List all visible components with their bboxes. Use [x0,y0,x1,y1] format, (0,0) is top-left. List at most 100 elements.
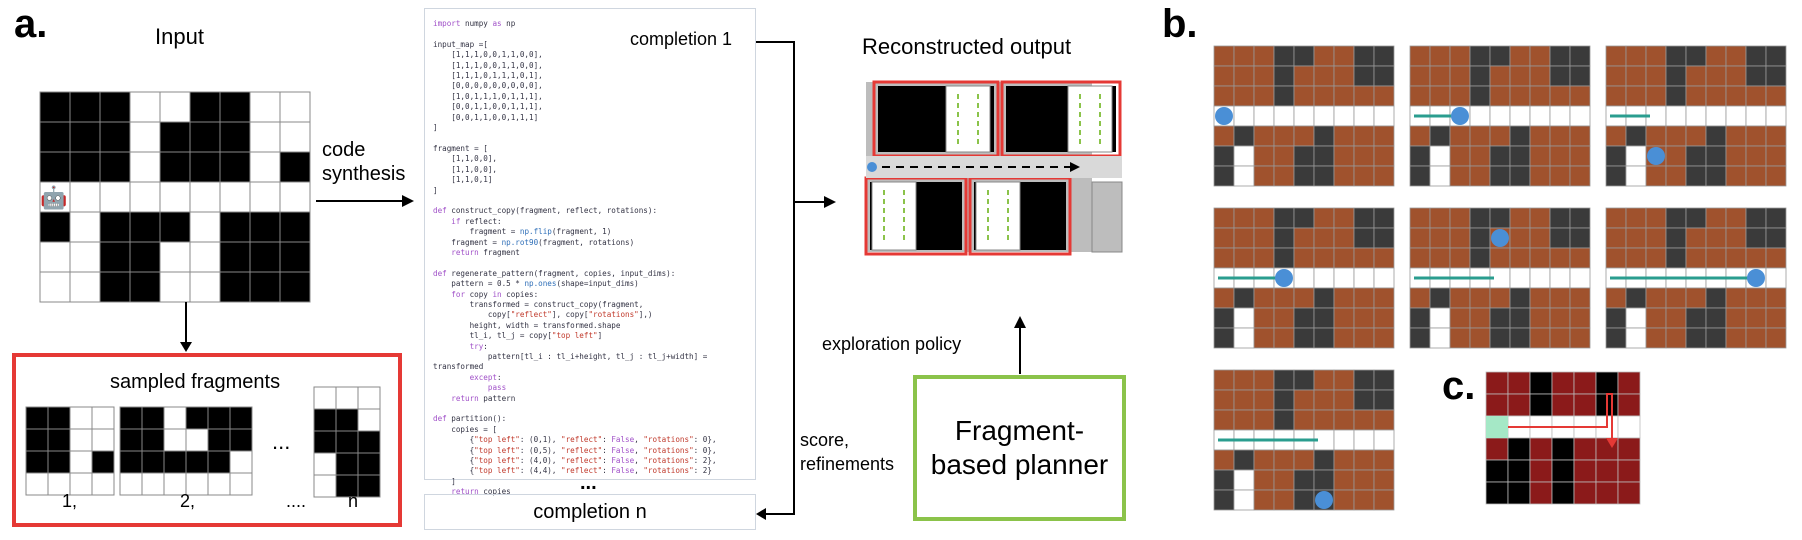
step-cell [1313,125,1335,147]
step-cell [1549,327,1571,349]
step-cell [1509,125,1531,147]
grid-cell [69,121,101,153]
grid-cell [335,408,359,432]
step-cell [1449,307,1471,329]
step-cell [1529,65,1551,87]
step-cell [1509,267,1531,289]
mapc-cell [1507,437,1531,461]
step-cell [1469,207,1491,229]
step-cell [1213,85,1235,107]
mapc-cell [1551,437,1575,461]
step-cell [1725,287,1747,309]
grid-cell [129,91,161,123]
mapc-cell [1507,393,1531,417]
step-cell [1529,247,1551,269]
completion-n-box: completion n [424,494,756,530]
grid-cell [219,211,251,243]
step-cell [1293,45,1315,67]
grid-cell [249,241,281,273]
step-cell [1705,165,1727,187]
code-synthesis-arrow [316,195,414,207]
mapc-cell [1573,481,1597,505]
grid-cell [163,450,187,474]
step-cell [1449,165,1471,187]
mapc-cell [1551,371,1575,395]
step-cell [1509,165,1531,187]
grid-cell [39,181,71,213]
step-cell [1705,125,1727,147]
step-cell [1725,125,1747,147]
step-cell [1333,227,1355,249]
step-cell [1645,85,1667,107]
step-cell [1253,105,1275,127]
step-cell [1253,227,1275,249]
step-cell [1353,307,1375,329]
mapc-cell [1617,415,1641,439]
step-cell [1273,469,1295,491]
mapc-cell [1485,393,1509,417]
step-cell [1449,327,1471,349]
step-cell [1429,165,1451,187]
step-cell [1569,145,1591,167]
reconstructed-title: Reconstructed output [862,34,1072,59]
mapc-cell [1595,481,1619,505]
step-cell [1765,45,1787,67]
step-cell [1429,145,1451,167]
fragment-1 [25,406,115,496]
grid-cell [159,211,191,243]
step-cell [1333,469,1355,491]
synthesis-label: synthesis [322,163,406,185]
step-cell [1273,105,1295,127]
step-cell [1569,247,1591,269]
grid-cell [279,241,311,273]
mapc-cell [1507,371,1531,395]
step-cell [1233,247,1255,269]
grid-cell [279,121,311,153]
step-cell [1705,207,1727,229]
step-cell [1313,369,1335,391]
sampled-fragments-box: sampled fragments ... 1, 2, .... n [12,353,402,527]
panel-b-letter: b. [1162,2,1198,46]
grid-cell [99,211,131,243]
mapc-cell [1485,437,1509,461]
step-cell [1725,247,1747,269]
grid-cell [189,91,221,123]
step-cell [1273,65,1295,87]
step-cell [1685,45,1707,67]
step-cell [1605,125,1627,147]
fragment-label-1: 1, [62,491,78,511]
input-title: Input [155,24,204,49]
step-cell [1353,247,1375,269]
step-cell [1409,45,1431,67]
fragment-n [313,386,381,498]
grid-cell [159,91,191,123]
step-cell [1625,65,1647,87]
mapc-cell [1573,371,1597,395]
step-cell [1233,105,1255,127]
exploration-step [1409,45,1591,187]
step-cell [1293,469,1315,491]
step-cell [1313,409,1335,431]
step-cell [1273,85,1295,107]
planner-up-arrow [1014,316,1026,374]
step-cell [1233,469,1255,491]
exploration-step [1605,45,1787,187]
step-cell [1273,389,1295,411]
step-cell [1625,207,1647,229]
step-cell [1605,165,1627,187]
step-cell [1313,85,1335,107]
step-cell [1549,45,1571,67]
step-cell [1429,307,1451,329]
step-cell [1253,85,1275,107]
step-cell [1509,327,1531,349]
step-cell [1685,85,1707,107]
step-cell [1253,45,1275,67]
mapc-arrowhead [1606,438,1618,448]
step-cell [1529,267,1551,289]
step-cell [1529,125,1551,147]
step-cell [1353,469,1375,491]
agent-icon [1747,269,1765,287]
mapc-cell [1485,459,1509,483]
step-cell [1529,145,1551,167]
step-cell [1253,165,1275,187]
